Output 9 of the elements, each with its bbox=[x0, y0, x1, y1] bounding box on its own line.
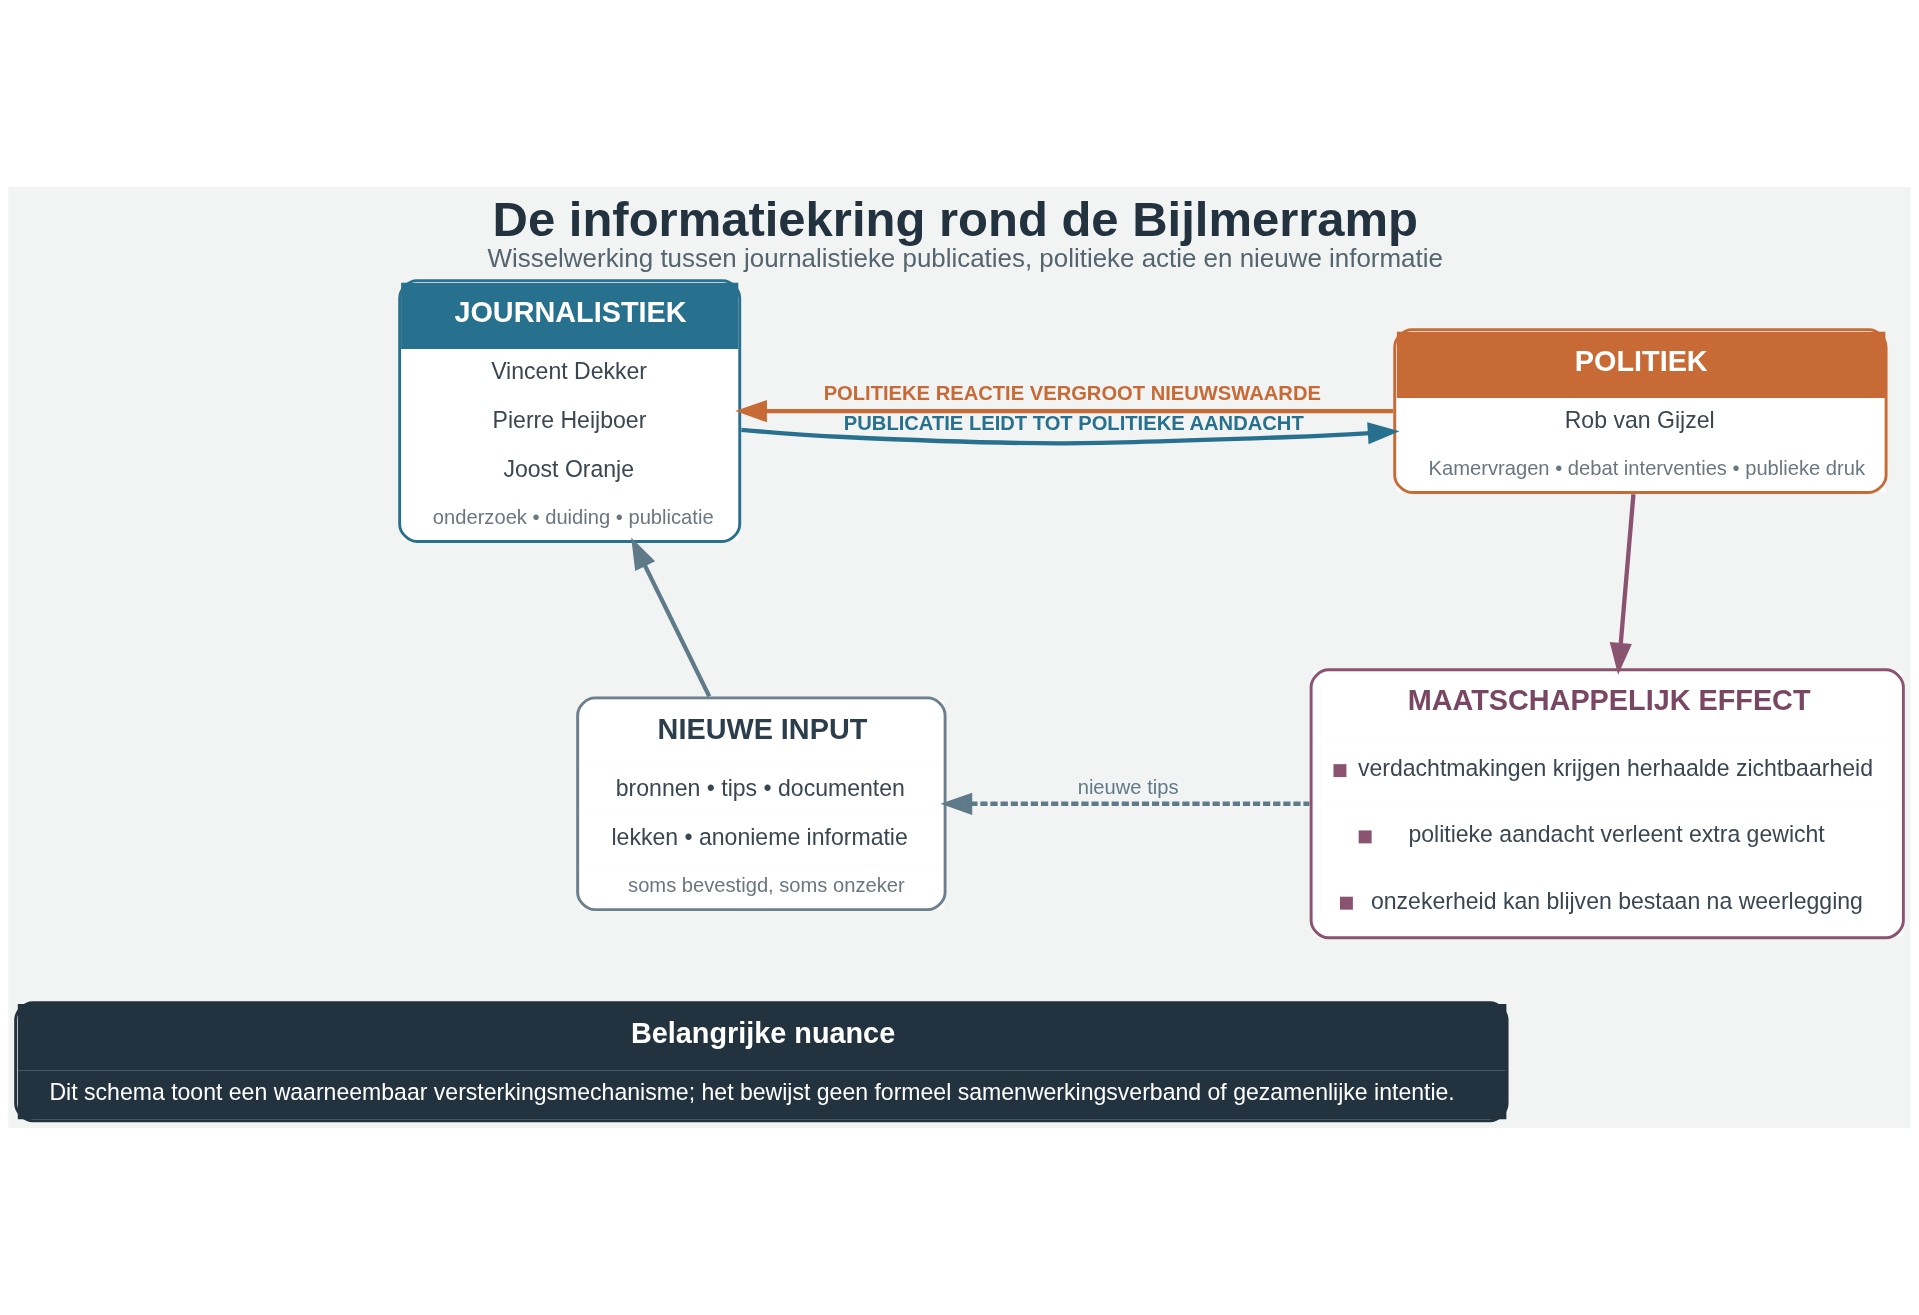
diagram-title: De informatiekring rond de Bijlmerramp bbox=[492, 192, 1419, 247]
arrow bbox=[940, 792, 1310, 815]
edge-label: POLITIEKE REACTIE VERGROOT NIEUWSWAARDE bbox=[823, 381, 1321, 404]
arrow bbox=[741, 422, 1400, 446]
edge-label: PUBLICATIE LEIDT TOT POLITIEKE AANDACHT bbox=[843, 412, 1304, 435]
arrow bbox=[631, 537, 712, 698]
arrow bbox=[735, 399, 1393, 423]
edge-label: nieuwe tips bbox=[1077, 775, 1179, 798]
arrow bbox=[1609, 494, 1636, 675]
